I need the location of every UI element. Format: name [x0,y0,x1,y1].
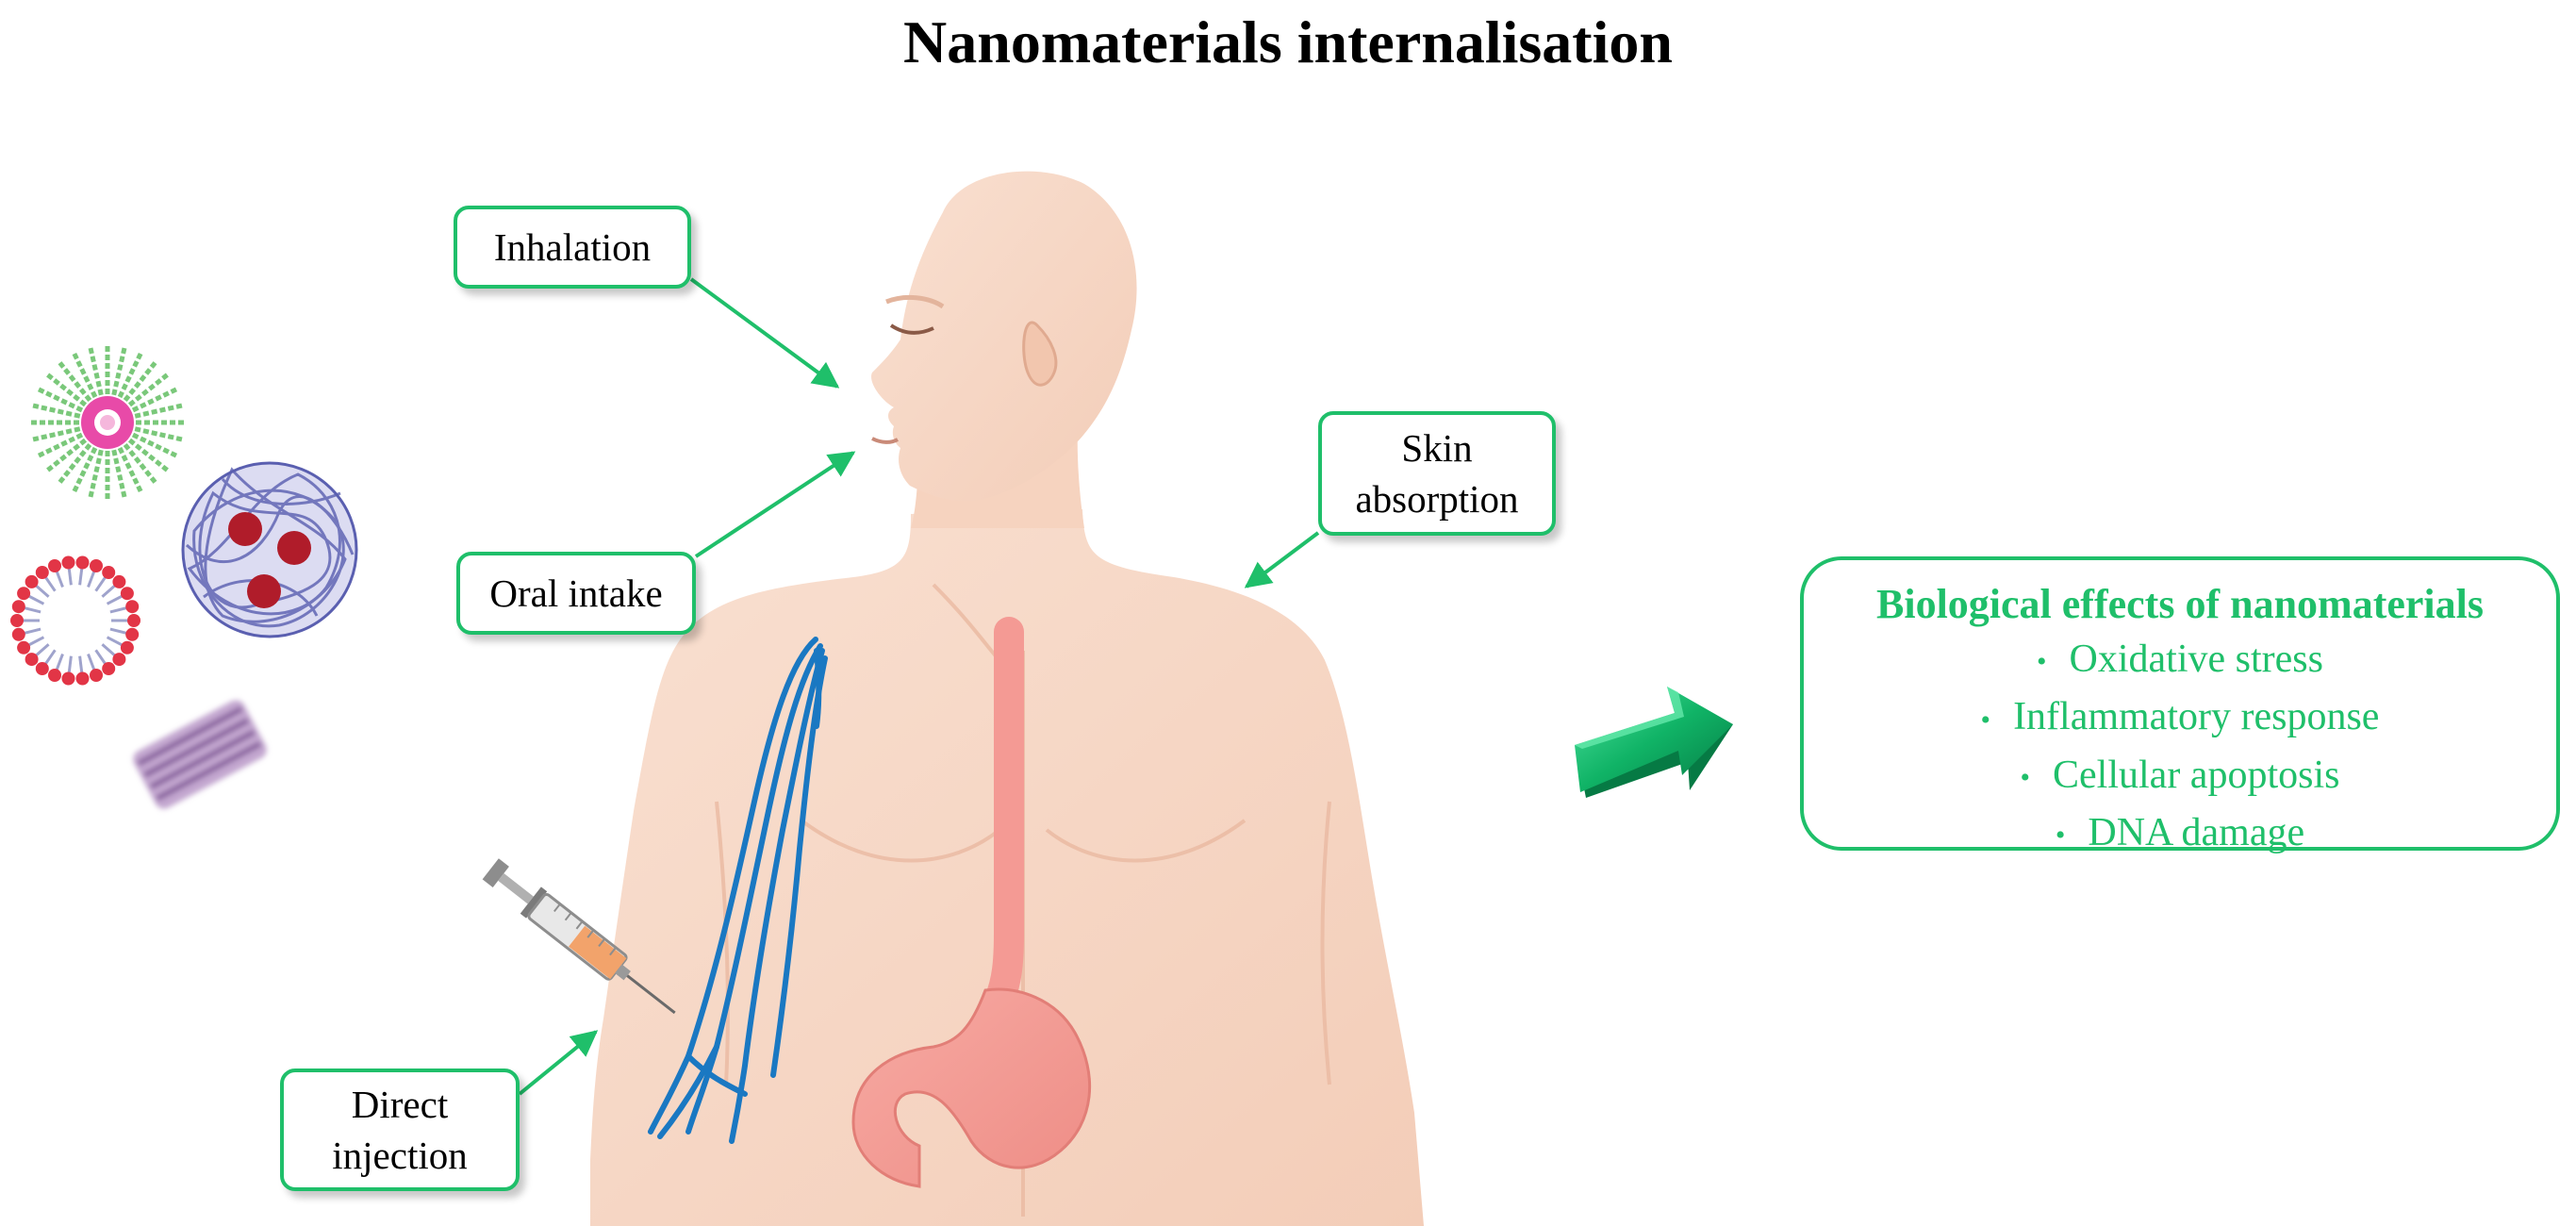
route-arrows [518,277,1320,1096]
ear-shape [1022,321,1058,387]
liposome-icon [10,555,140,686]
inhalation-label: Inhalation [493,224,652,269]
polymer-nanoparticle-icon [181,461,358,638]
mouth-shape [871,437,899,444]
head-shape [871,171,1137,502]
skin-absorption-arrow [1244,531,1320,588]
human-body-icon [482,171,1424,1226]
biological-effects-title: Biological effects of nanomaterials [1876,581,2484,627]
big-arrow-icon [1575,687,1733,798]
oral-intake-arrow [694,451,856,558]
direct-injection-box: Direct injection [280,1069,520,1191]
esophagus-shape [984,617,1024,1015]
inhalation-box: Inhalation [454,206,691,289]
direct-injection-arrow [518,1030,599,1096]
effect-item: • Cellular apoptosis [1804,748,2556,805]
bullet-icon: • [2037,646,2047,678]
skin-absorption-label-line1: Skin [1401,425,1473,470]
eye-shape [889,323,934,335]
biological-effects-box: Biological effects of nanomaterials • Oxi… [1800,556,2560,854]
bullet-icon: • [2020,762,2031,794]
oral-intake-box: Oral intake [456,552,696,635]
skin-absorption-box: Skin absorption [1318,411,1556,536]
effect-item: • Inflammatory response [1804,689,2556,747]
direct-injection-label-line2: injection [332,1134,468,1177]
arm-veins [648,637,828,1144]
inhalation-arrow [689,277,840,389]
micelle-icon [30,345,185,500]
bullet-icon: • [2055,820,2066,852]
effect-item-label: Cellular apoptosis [2053,753,2340,797]
effect-item-label: Oxidative stress [2069,638,2323,681]
effect-item-label: DNA damage [2088,811,2305,855]
effect-item: • DNA damage [1804,805,2556,863]
direct-injection-label-line1: Direct [351,1082,449,1126]
diagram-title: Nanomaterials internalisation [903,8,1673,75]
bullet-icon: • [1980,704,1991,736]
skin-absorption-label-line2: absorption [1355,477,1519,521]
nanotube-icon [133,700,267,809]
syringe-icon [482,858,676,1015]
effect-item-label: Inflammatory response [2013,695,2380,739]
oral-intake-label: Oral intake [489,571,663,615]
stomach-icon [851,987,1092,1188]
biological-effects-list: • Oxidative stress • Inflammatory response… [1804,632,2556,863]
effect-item: • Oxidative stress [1804,632,2556,689]
